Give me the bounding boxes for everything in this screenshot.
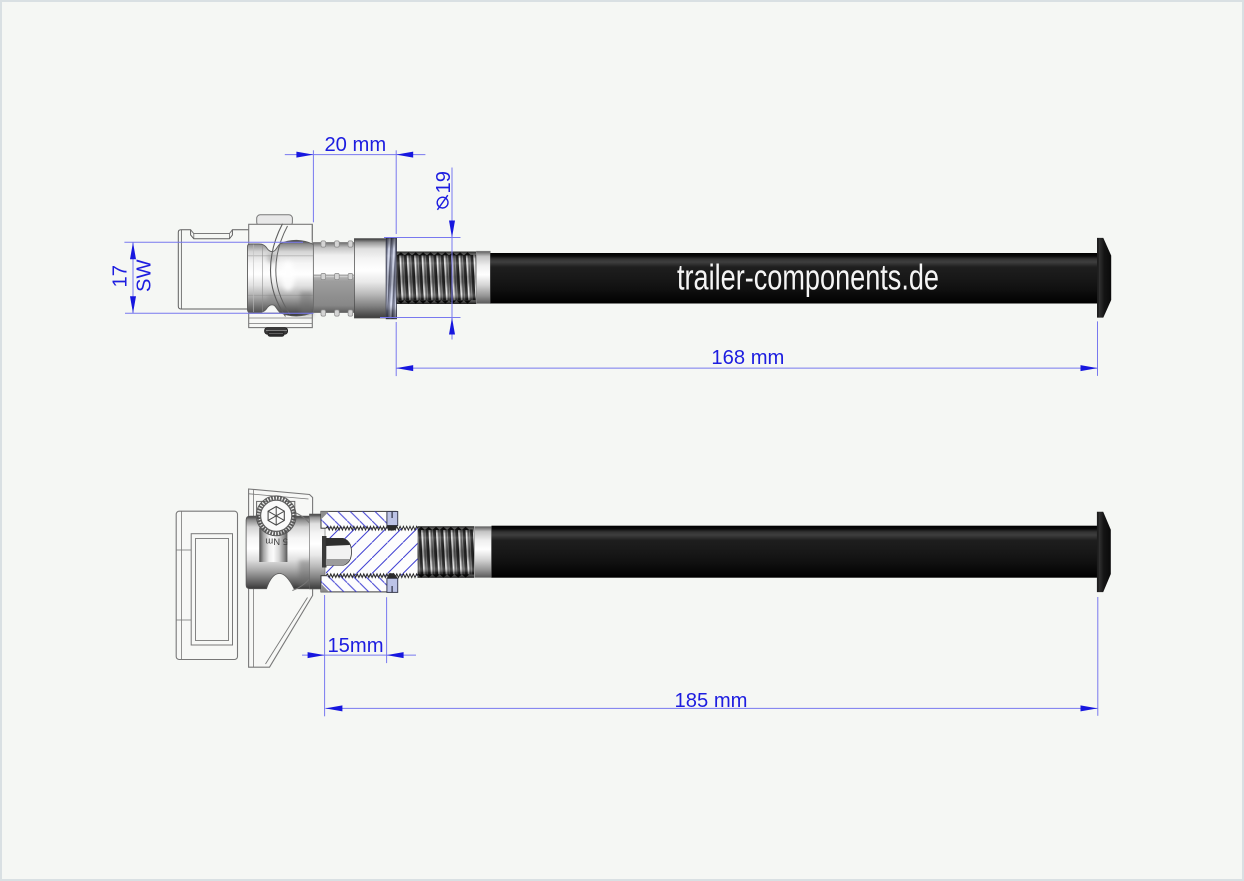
svg-text:20 mm: 20 mm <box>324 134 386 156</box>
svg-text:185 mm: 185 mm <box>675 690 748 712</box>
svg-text:19: 19 <box>433 171 455 193</box>
svg-text:168 mm: 168 mm <box>711 347 784 369</box>
svg-text:17: 17 <box>110 265 132 287</box>
svg-text:trailer-components.de: trailer-components.de <box>677 257 939 298</box>
svg-text:5 Nm: 5 Nm <box>265 536 288 547</box>
svg-text:SW: SW <box>134 259 156 292</box>
svg-text:15mm: 15mm <box>327 635 383 657</box>
